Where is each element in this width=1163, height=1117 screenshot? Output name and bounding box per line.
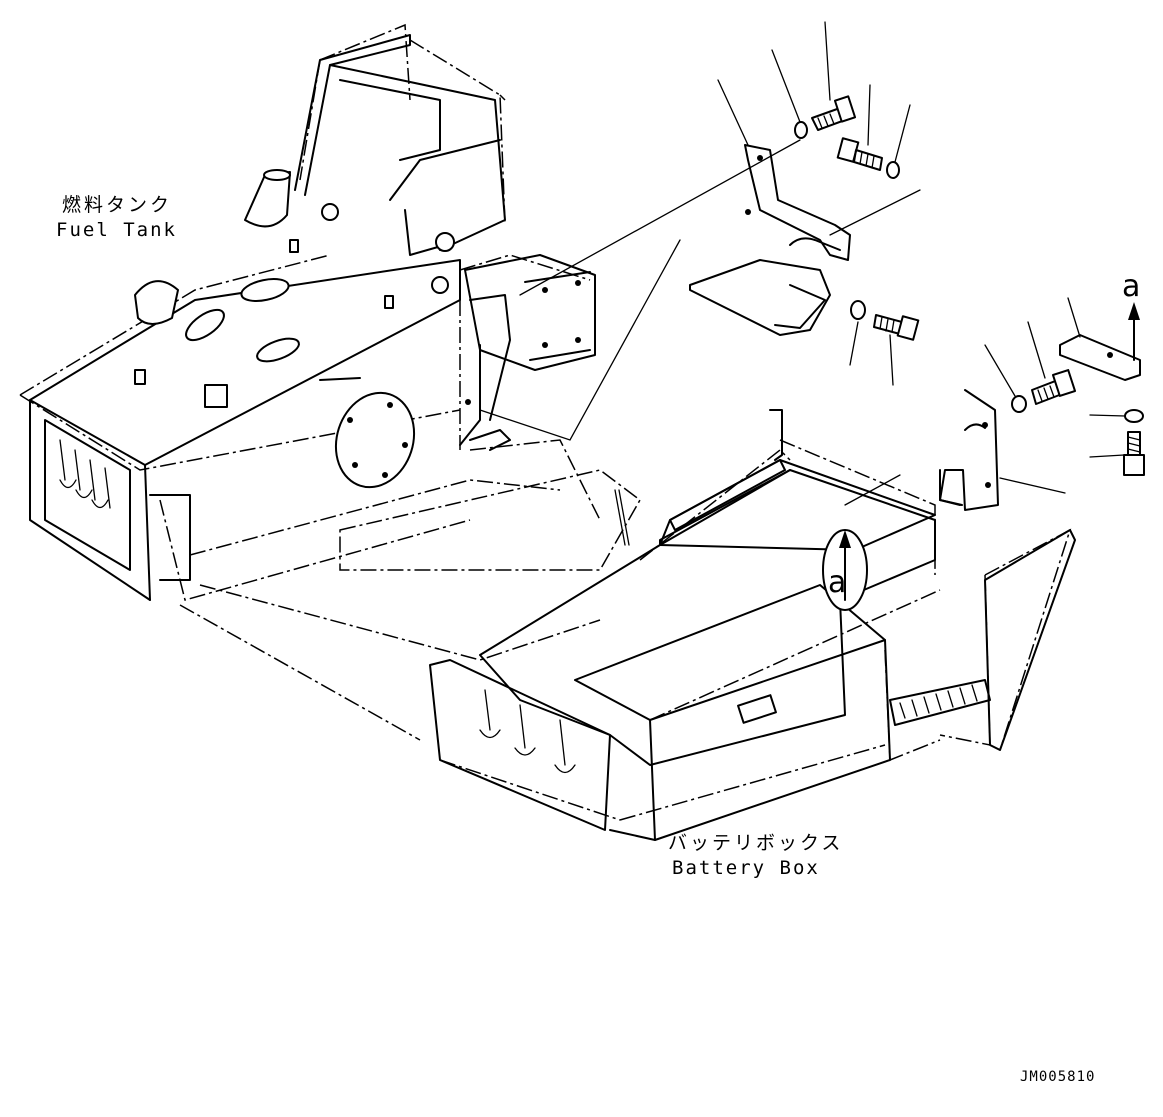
bolt-3 bbox=[873, 314, 920, 341]
fuel-tank-label-en: Fuel Tank bbox=[56, 219, 177, 241]
battery-box-label-en: Battery Box bbox=[672, 857, 820, 879]
fuel-tank-label-jp: 燃料タンク bbox=[62, 194, 172, 216]
bolt-2 bbox=[836, 137, 883, 171]
leader-lines bbox=[479, 21, 1126, 506]
bolt-4 bbox=[1031, 369, 1077, 405]
washer-3 bbox=[850, 300, 866, 320]
battery-box-label-jp: バッテリボックス bbox=[668, 832, 843, 854]
fuel-tank bbox=[29, 34, 506, 601]
callout-a-battery: a bbox=[822, 529, 868, 611]
battery-box-handle bbox=[737, 694, 777, 724]
bolt-1 bbox=[811, 95, 857, 131]
callout-a-top-label: a bbox=[1122, 269, 1140, 304]
filler-neck bbox=[244, 171, 291, 228]
drain-plug-icon bbox=[435, 232, 455, 252]
callout-a-arrow: a bbox=[1122, 269, 1140, 361]
exploded-bracket-3 bbox=[939, 389, 999, 511]
washer-2 bbox=[886, 161, 900, 179]
inspection-cover bbox=[334, 391, 416, 489]
washer-1 bbox=[794, 121, 808, 139]
exploded-bracket-2 bbox=[1059, 334, 1141, 381]
exploded-bracket-1 bbox=[689, 144, 851, 336]
washer-5 bbox=[1124, 409, 1144, 423]
callout-a-label: a bbox=[828, 565, 846, 600]
battery-box bbox=[429, 409, 1076, 841]
washer-4 bbox=[1011, 395, 1027, 413]
filler-cap bbox=[134, 280, 179, 325]
bolt-5 bbox=[1123, 431, 1145, 476]
mount-bracket bbox=[459, 254, 596, 451]
drawing-code: JM005810 bbox=[1020, 1069, 1095, 1085]
